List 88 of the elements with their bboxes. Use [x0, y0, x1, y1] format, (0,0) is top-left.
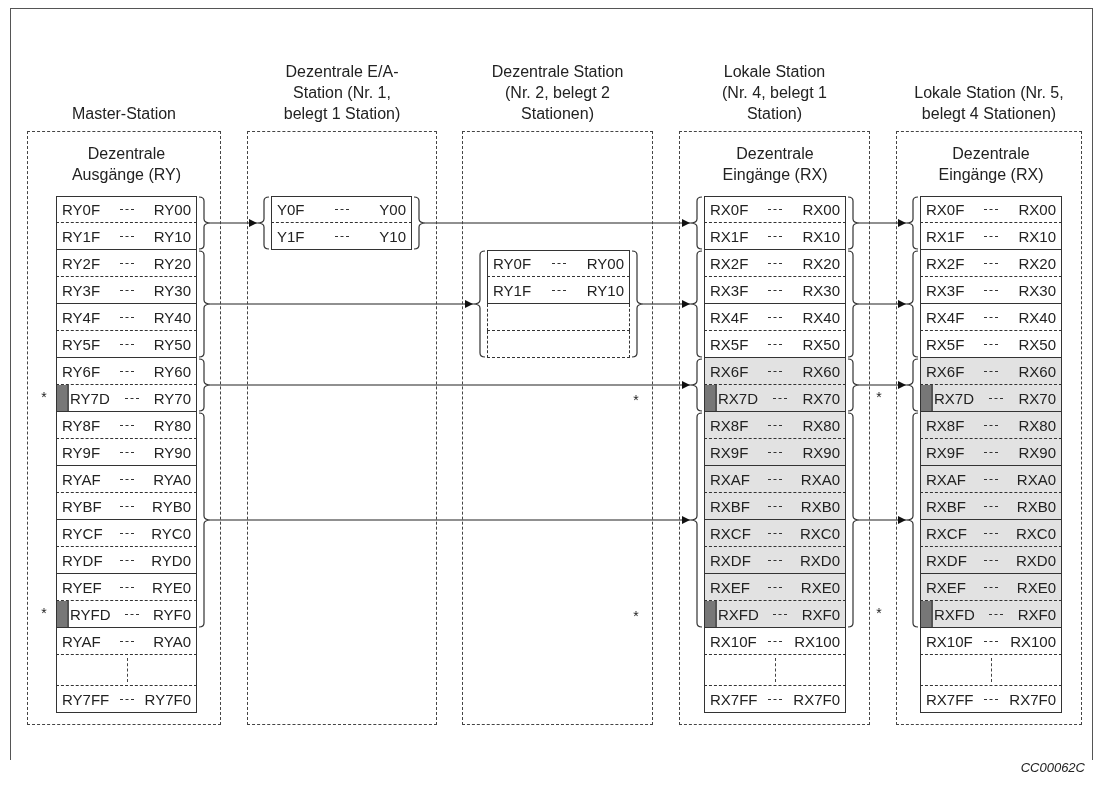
register-row: RXBF RXB0 [704, 493, 846, 520]
register-row: RXCF RXC0 [920, 520, 1062, 547]
register-row: RY4F RY40 [56, 304, 197, 331]
empty-row [704, 655, 846, 686]
table-heading: Dezentrale Ausgänge (RY) [70, 144, 183, 185]
register-row: RYFD RYF0 [56, 601, 197, 628]
register-row: RXFD RXF0 [920, 601, 1062, 628]
register-row: RXDF RXD0 [920, 547, 1062, 574]
arrow [859, 299, 907, 309]
figure-code: CC00062C [1019, 760, 1085, 777]
register-row: RX8F RX80 [704, 412, 846, 439]
empty-row [487, 331, 630, 358]
footnote-mark: * [632, 392, 640, 410]
footnote-mark: * [40, 605, 48, 623]
register-row: RXFD RXF0 [704, 601, 846, 628]
register-row: RX7D RX70 [704, 385, 846, 412]
register-row: RYAF RYA0 [56, 628, 197, 655]
register-row: RX6F RX60 [704, 358, 846, 385]
arrow [859, 380, 907, 390]
station-heading: Master-Station [71, 104, 176, 124]
register-row: RX10F RX100 [704, 628, 846, 655]
register-row: RX1F RX10 [704, 223, 846, 250]
register-row: RX0F RX00 [920, 196, 1062, 223]
register-row: RYAF RYA0 [56, 466, 197, 493]
register-row: RY3F RY30 [56, 277, 197, 304]
register-row: RYDF RYD0 [56, 547, 197, 574]
register-row: RXAF RXA0 [704, 466, 846, 493]
register-row: RY0F RY00 [487, 250, 630, 277]
register-row: RY0F RY00 [56, 196, 197, 223]
register-row: RX9F RX90 [704, 439, 846, 466]
register-row: RXEF RXE0 [920, 574, 1062, 601]
register-row: RYEF RYE0 [56, 574, 197, 601]
register-row: RX4F RX40 [704, 304, 846, 331]
empty-row [920, 655, 1062, 686]
register-row: RX4F RX40 [920, 304, 1062, 331]
register-row: RY9F RY90 [56, 439, 197, 466]
register-row: RX5F RX50 [920, 331, 1062, 358]
register-row: RXDF RXD0 [704, 547, 846, 574]
register-row: RX3F RX30 [920, 277, 1062, 304]
footnote-mark: * [875, 605, 883, 623]
footnote-mark: * [632, 608, 640, 626]
register-row: RY7D RY70 [56, 385, 197, 412]
arrow [859, 515, 907, 525]
register-row: RX7D RX70 [920, 385, 1062, 412]
arrow [210, 380, 691, 390]
empty-row [56, 655, 197, 686]
station-heading: Lokale Station (Nr. 5, belegt 4 Stationen) [913, 83, 1065, 124]
register-row: RY8F RY80 [56, 412, 197, 439]
register-row: RY6F RY60 [56, 358, 197, 385]
station-heading: Dezentrale Station (Nr. 2, belegt 2 Stationen) [490, 62, 625, 124]
register-row: RX7FF RX7F0 [704, 686, 846, 713]
register-row: RY1F RY10 [56, 223, 197, 250]
register-row: RXEF RXE0 [704, 574, 846, 601]
register-row: RXAF RXA0 [920, 466, 1062, 493]
arrow [210, 299, 474, 309]
register-row: RY5F RY50 [56, 331, 197, 358]
arrow [425, 218, 691, 228]
register-row: RX8F RX80 [920, 412, 1062, 439]
table-heading: Dezentrale Eingänge (RX) [937, 144, 1045, 185]
register-row: RXBF RXB0 [920, 493, 1062, 520]
empty-row [487, 304, 630, 331]
footnote-mark: * [40, 389, 48, 407]
register-row: RXCF RXC0 [704, 520, 846, 547]
register-row: RX7FF RX7F0 [920, 686, 1062, 713]
footnote-mark: * [875, 389, 883, 407]
arrow [210, 515, 691, 525]
register-row: RY7FF RY7F0 [56, 686, 197, 713]
register-row: RX6F RX60 [920, 358, 1062, 385]
arrow [859, 218, 907, 228]
arrow [643, 299, 691, 309]
register-row: RX10F RX100 [920, 628, 1062, 655]
arrow [210, 218, 258, 228]
register-row: RX2F RX20 [704, 250, 846, 277]
register-row: RYBF RYB0 [56, 493, 197, 520]
register-row: RY2F RY20 [56, 250, 197, 277]
register-row: RX5F RX50 [704, 331, 846, 358]
register-row: RX3F RX30 [704, 277, 846, 304]
station-heading: Lokale Station (Nr. 4, belegt 1 Station) [721, 62, 828, 124]
register-row: Y1F Y10 [271, 223, 412, 250]
register-row: RX2F RX20 [920, 250, 1062, 277]
register-row: RX0F RX00 [704, 196, 846, 223]
register-row: RX9F RX90 [920, 439, 1062, 466]
register-row: Y0F Y00 [271, 196, 412, 223]
register-row: RX1F RX10 [920, 223, 1062, 250]
register-row: RY1F RY10 [487, 277, 630, 304]
station-heading: Dezentrale E/A-Station (Nr. 1, belegt 1 Station) [282, 62, 402, 124]
register-row: RYCF RYC0 [56, 520, 197, 547]
table-heading: Dezentrale Eingänge (RX) [721, 144, 829, 185]
